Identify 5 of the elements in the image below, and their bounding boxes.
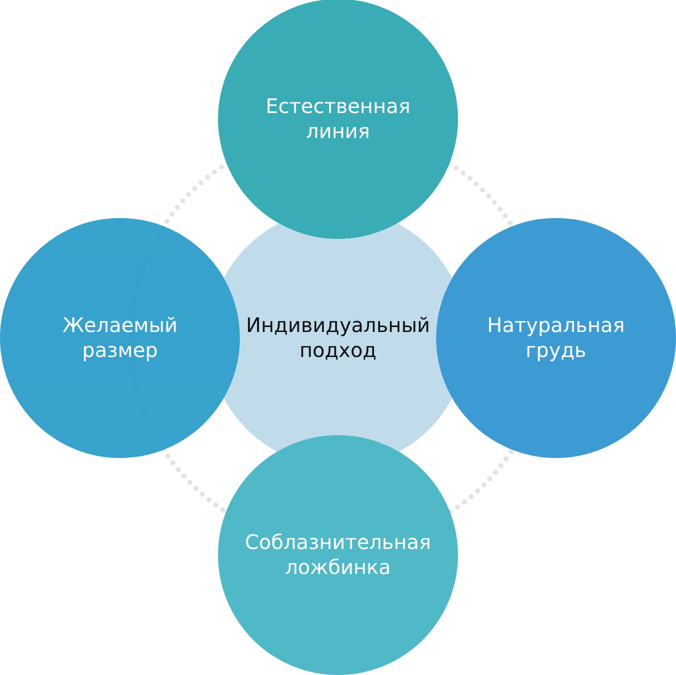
node-label: Соблазнительная ложбинка [244, 530, 432, 580]
node-label: Индивидуальный подход [246, 313, 430, 363]
node-label: Натуральная грудь [487, 313, 625, 363]
node-label: Желаемый размер [62, 313, 178, 363]
node-label: Естественная линия [266, 94, 410, 144]
